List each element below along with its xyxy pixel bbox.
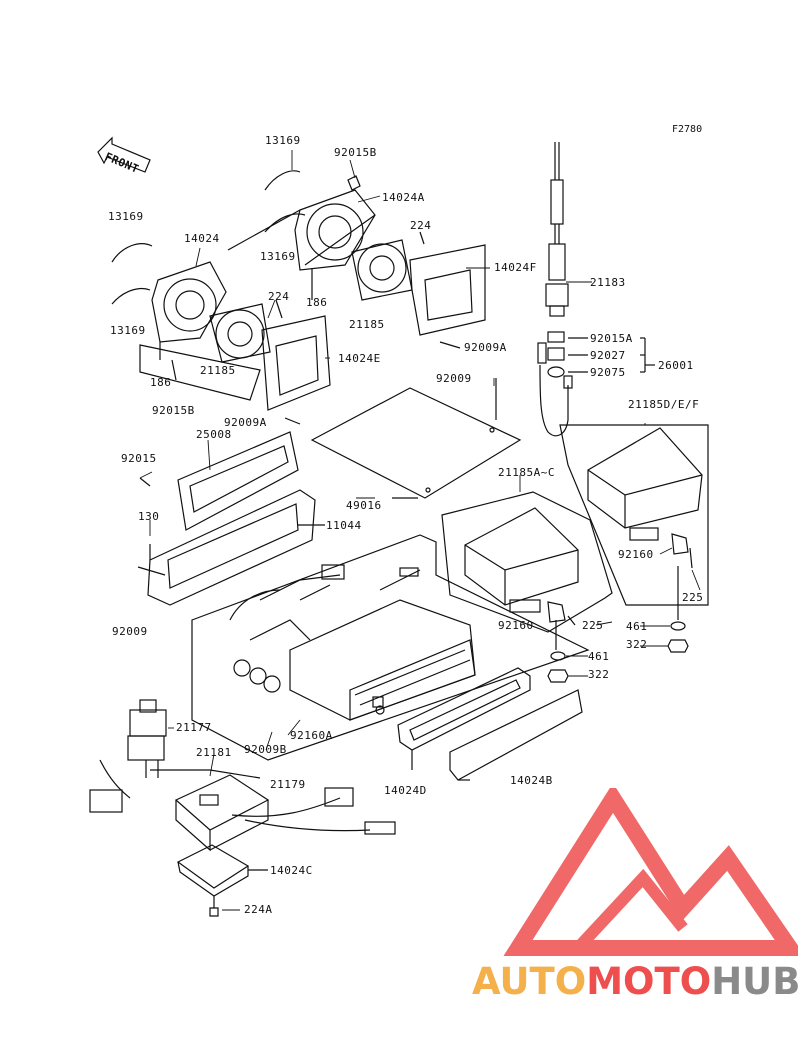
box-21185a-c	[441, 491, 613, 633]
part-label: 92015B	[152, 404, 195, 417]
part-label: 92009B	[244, 743, 287, 756]
part-label: 13169	[265, 134, 301, 147]
part-label: 461	[626, 620, 648, 633]
part-label: 14024F	[494, 261, 537, 274]
part-label: 21177	[176, 721, 212, 734]
part-label: 92160	[618, 548, 654, 561]
part-label: 21185	[349, 318, 385, 331]
part-label: 13169	[110, 324, 146, 337]
part-label: 224	[268, 290, 290, 303]
part-label: 21185A~C	[498, 466, 555, 479]
part-label: 13169	[260, 250, 296, 263]
group-26001-bracket	[568, 337, 655, 373]
upper-speaker-assembly	[227, 170, 486, 349]
part-label: 225	[682, 591, 704, 604]
part-label: 92009A	[464, 341, 507, 354]
part-label: 224	[410, 219, 432, 232]
cover-plate	[310, 378, 522, 499]
part-label: 92075	[590, 366, 626, 379]
figure-code: F2780	[672, 124, 703, 135]
part-label: 14024B	[510, 774, 553, 787]
part-label: 21179	[270, 778, 306, 791]
part-label: 13169	[108, 210, 144, 223]
part-label: 26001	[658, 359, 694, 372]
box-21185d-e-f	[559, 424, 709, 606]
part-label: 186	[306, 296, 328, 309]
part-label: 21183	[590, 276, 626, 289]
watermark-part-moto: MOTO	[586, 960, 712, 1003]
part-label: 130	[138, 510, 160, 523]
part-label: 14024A	[382, 191, 425, 204]
switch-21177	[89, 699, 167, 813]
front-panels	[397, 667, 583, 781]
part-label: 92160	[498, 619, 534, 632]
part-label: 186	[150, 376, 172, 389]
washers-nuts	[547, 566, 689, 683]
watermark-text: AUTOMOTOHUB	[472, 960, 800, 1003]
part-label: 92015A	[590, 332, 633, 345]
antenna-assembly	[537, 142, 573, 437]
part-label: 92009	[436, 372, 472, 385]
part-label: 92009A	[224, 416, 267, 429]
part-label: 224A	[244, 903, 273, 916]
watermark-part-auto: AUTO	[472, 960, 587, 1003]
watermark-logo-icon	[503, 788, 798, 956]
part-label: 14024D	[384, 784, 427, 797]
mounting-bracket	[137, 431, 325, 606]
control-unit-21181	[150, 769, 396, 852]
part-label: 322	[626, 638, 648, 651]
part-label: 14024E	[338, 352, 381, 365]
tray-14024c	[176, 844, 268, 917]
part-label: 92015B	[334, 146, 377, 159]
part-label: 92009	[112, 625, 148, 638]
leader-lines	[139, 150, 701, 911]
part-label: 14024	[184, 232, 220, 245]
part-label: 11044	[326, 519, 362, 532]
part-label: 225	[582, 619, 604, 632]
front-arrow-icon	[97, 136, 151, 173]
part-label: 49016	[346, 499, 382, 512]
part-label: 92027	[590, 349, 626, 362]
main-unit	[229, 564, 476, 721]
part-label: 14024C	[270, 864, 313, 877]
main-unit-outline	[191, 534, 590, 761]
watermark-part-hub: HUB	[711, 960, 800, 1003]
part-label: 21185D/E/F	[628, 398, 700, 411]
part-label: 21185	[200, 364, 236, 377]
part-label: 322	[588, 668, 610, 681]
part-label: 92015	[121, 452, 157, 465]
part-label: 92160A	[290, 729, 333, 742]
part-label: 25008	[196, 428, 232, 441]
part-label: 21181	[196, 746, 232, 759]
part-label: 461	[588, 650, 610, 663]
left-speaker-assembly	[111, 243, 331, 425]
